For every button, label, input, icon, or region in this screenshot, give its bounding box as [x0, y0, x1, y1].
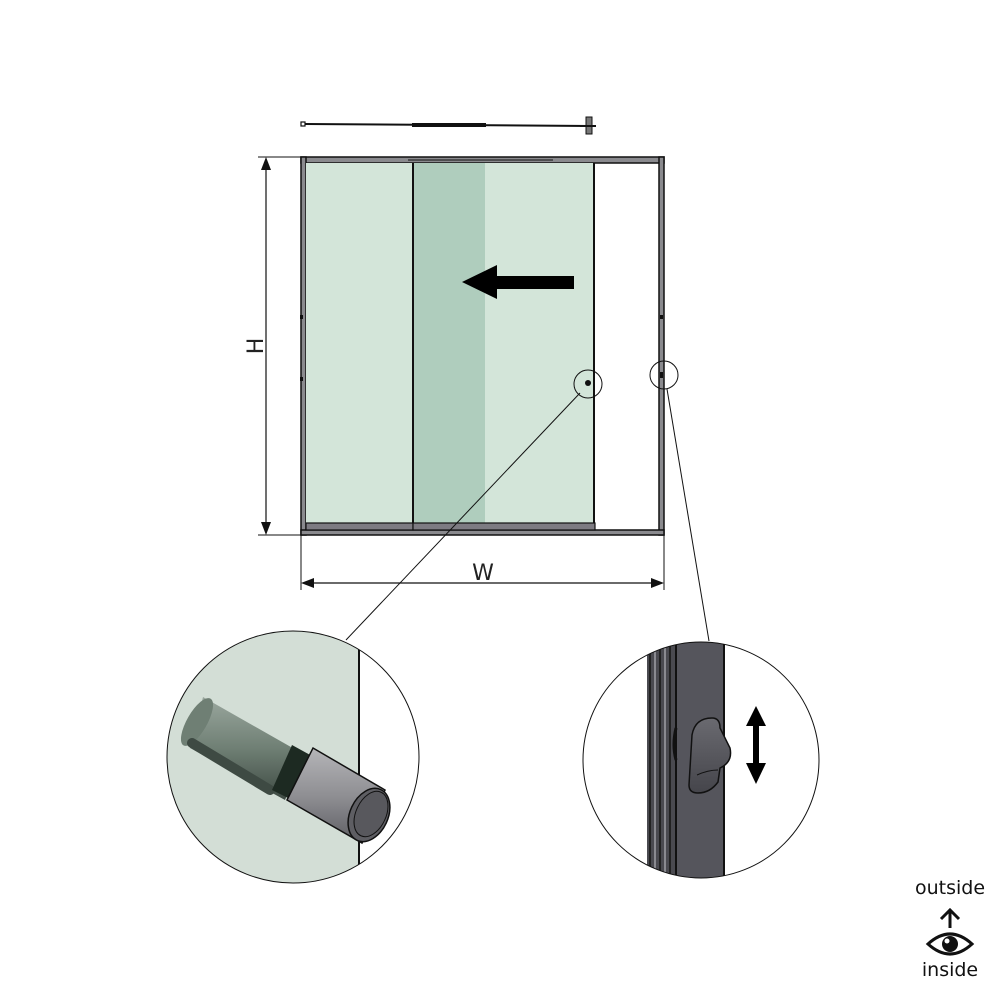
- up-down-arrow-icon: [746, 706, 766, 784]
- height-label: H: [244, 338, 269, 355]
- outside-label: outside: [914, 877, 986, 899]
- orientation-legend: outside inside: [900, 876, 1000, 982]
- detail-marker-knob: [573, 369, 603, 399]
- width-label: W: [472, 561, 494, 586]
- latch-handle-icon: [688, 717, 732, 794]
- sliding-glass-panel: [412, 163, 595, 530]
- knob-icon: [180, 697, 391, 845]
- leader-line-latch: [666, 388, 710, 642]
- leader-line-knob: [345, 392, 581, 641]
- detail-latch: [582, 641, 820, 879]
- width-dimension: W: [300, 535, 665, 590]
- eye-icon: [925, 932, 975, 956]
- inside-label: inside: [921, 959, 979, 981]
- top-track-plan: [300, 116, 596, 135]
- slide-direction-arrow-icon: [462, 265, 574, 299]
- detail-knob: [166, 630, 420, 884]
- orientation-icons: [925, 907, 975, 956]
- overlap-zone: [413, 163, 485, 523]
- height-dimension: H: [244, 156, 301, 536]
- detail-marker-latch: [649, 360, 679, 390]
- bottom-track: [305, 522, 596, 531]
- fixed-glass-panel: [306, 163, 413, 523]
- up-arrow-icon: [939, 907, 961, 928]
